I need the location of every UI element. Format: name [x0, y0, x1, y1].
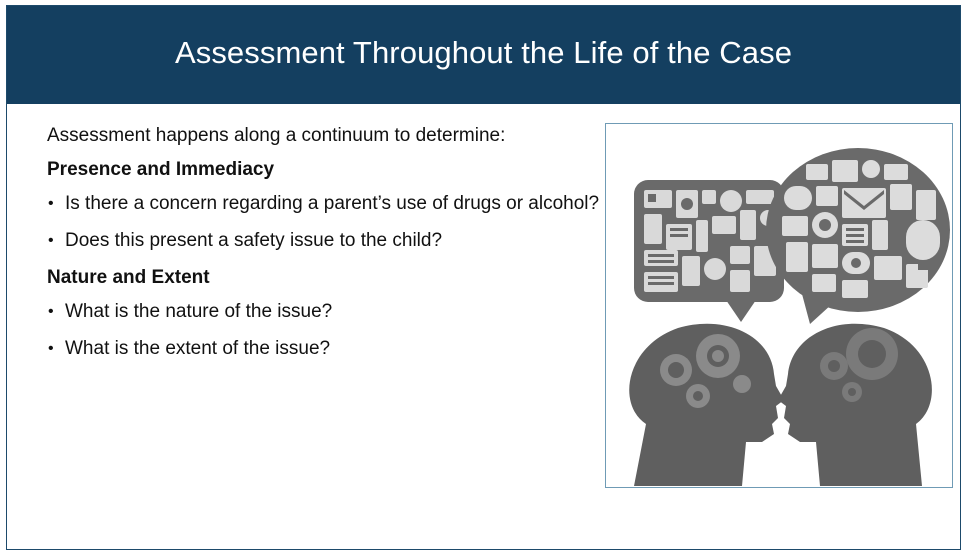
left-head [629, 323, 784, 486]
title-bar: Assessment Throughout the Life of the Ca… [7, 6, 960, 104]
bullet-item: • What is the nature of the issue? [47, 300, 607, 323]
bullet-dot: • [48, 232, 54, 249]
section-heading-presence: Presence and Immediacy [47, 159, 275, 180]
bullet-dot: • [48, 340, 54, 357]
bullet-dot: • [48, 303, 54, 320]
bullet-text: What is the extent of the issue? [65, 338, 331, 359]
bullet-text: What is the nature of the issue? [65, 301, 333, 322]
bullet-list-presence: • Is there a concern regarding a parent’… [47, 192, 607, 252]
right-speech-bubble [766, 148, 950, 324]
slide-body: Assessment happens along a continuum to … [47, 124, 607, 374]
two-heads-speech-bubbles-icon [629, 148, 950, 486]
bullet-item: • What is the extent of the issue? [47, 337, 607, 360]
bullet-list-nature: • What is the nature of the issue? • Wha… [47, 300, 607, 360]
bullet-item: • Does this present a safety issue to th… [47, 229, 607, 252]
slide: Assessment Throughout the Life of the Ca… [6, 5, 961, 550]
bullet-text: Is there a concern regarding a parent’s … [65, 193, 600, 214]
slide-title: Assessment Throughout the Life of the Ca… [174, 35, 793, 70]
illustration-frame [605, 123, 953, 488]
bullet-item: • Is there a concern regarding a parent’… [47, 192, 607, 215]
bullet-text: Does this present a safety issue to the … [65, 230, 443, 251]
intro-text: Assessment happens along a continuum to … [47, 125, 506, 146]
left-speech-bubble [634, 180, 784, 322]
bullet-dot: • [48, 195, 54, 212]
right-head [778, 323, 932, 486]
section-heading-nature: Nature and Extent [47, 267, 210, 288]
